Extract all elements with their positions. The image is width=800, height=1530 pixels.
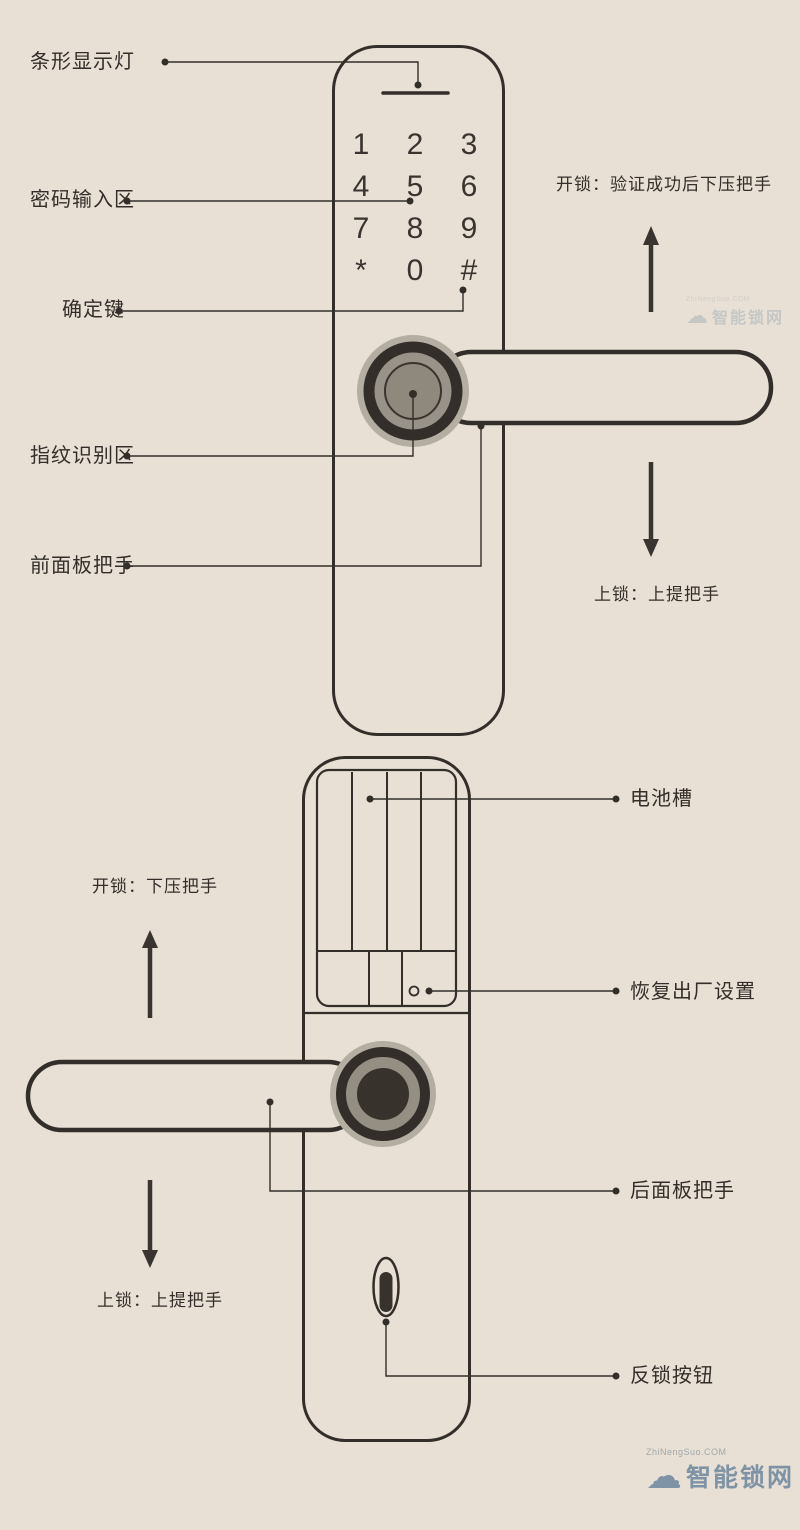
arrow-up-icon	[643, 226, 659, 245]
arrow-down-icon	[142, 1250, 158, 1268]
label-factory-reset: 恢复出厂设置	[630, 981, 756, 1003]
key-9: 9	[460, 212, 478, 245]
leader-confirm	[119, 290, 464, 312]
hint-back-lock: 上锁：上提把手	[97, 1291, 223, 1310]
reset-hole	[408, 985, 420, 997]
back-lock-arrow	[142, 1180, 158, 1268]
label-deadbolt: 反锁按钮	[630, 1365, 714, 1387]
key-star: *	[355, 254, 367, 287]
hint-front-lock: 上锁：上提把手	[594, 585, 720, 604]
label-confirm-key: 确定键	[62, 299, 125, 321]
deadbolt-button-slider	[379, 1272, 393, 1312]
back-unlock-arrow	[142, 930, 158, 1018]
label-battery: 电池槽	[630, 788, 693, 810]
front-handle	[433, 349, 774, 426]
front-lock-arrow	[643, 462, 659, 557]
watermark-logo: ZhiNengSuo.COM ☁ 智能锁网	[646, 1447, 794, 1494]
front-leader-dots	[115, 58, 485, 570]
key-hash: #	[460, 254, 478, 287]
back-leader-dots	[266, 795, 620, 1380]
label-display-light: 条形显示灯	[30, 51, 135, 73]
leader-back-handle	[269, 1102, 616, 1192]
key-6: 6	[460, 170, 478, 203]
hint-front-unlock: 开锁：验证成功后下压把手	[556, 175, 772, 194]
key-7: 7	[352, 212, 370, 245]
leader-deadbolt	[385, 1322, 616, 1377]
leader-front-handle	[127, 426, 482, 567]
label-front-handle: 前面板把手	[30, 555, 135, 577]
watermark-site-name: 智能锁网	[712, 310, 785, 327]
key-3: 3	[460, 128, 478, 161]
watermark-site-name: 智能锁网	[686, 1464, 795, 1492]
cloud-icon: ☁	[646, 1455, 682, 1496]
hint-back-unlock: 开锁：下压把手	[92, 877, 218, 896]
keypad: 1 2 3 4 5 6 7 8 9 * 0 #	[334, 124, 496, 292]
back-handle	[25, 1059, 365, 1133]
back-knob-center	[357, 1068, 409, 1120]
cloud-icon: ☁	[686, 303, 708, 328]
front-leader-lines	[119, 61, 482, 567]
label-back-handle: 后面板把手	[630, 1180, 735, 1202]
key-1: 1	[352, 128, 370, 161]
label-fingerprint: 指纹识别区	[30, 445, 135, 467]
arrow-up-icon	[142, 930, 158, 948]
front-unlock-arrow	[643, 226, 659, 312]
watermark-faint: ZhiNengSuo.COM ☁ 智能锁网	[686, 296, 784, 328]
leader-fingerprint	[127, 394, 414, 457]
key-4: 4	[352, 170, 370, 203]
arrow-down-icon	[643, 539, 659, 557]
watermark-url: ZhiNengSuo.COM	[646, 1447, 727, 1457]
key-2: 2	[406, 128, 424, 161]
battery-latch	[368, 950, 403, 1007]
label-keypad-area: 密码输入区	[30, 189, 135, 211]
back-leader-lines	[269, 798, 616, 1377]
key-0: 0	[406, 254, 424, 287]
key-5: 5	[406, 170, 424, 203]
key-8: 8	[406, 212, 424, 245]
leader-display	[165, 61, 419, 85]
watermark-url: ZhiNengSuo.COM	[686, 296, 751, 303]
